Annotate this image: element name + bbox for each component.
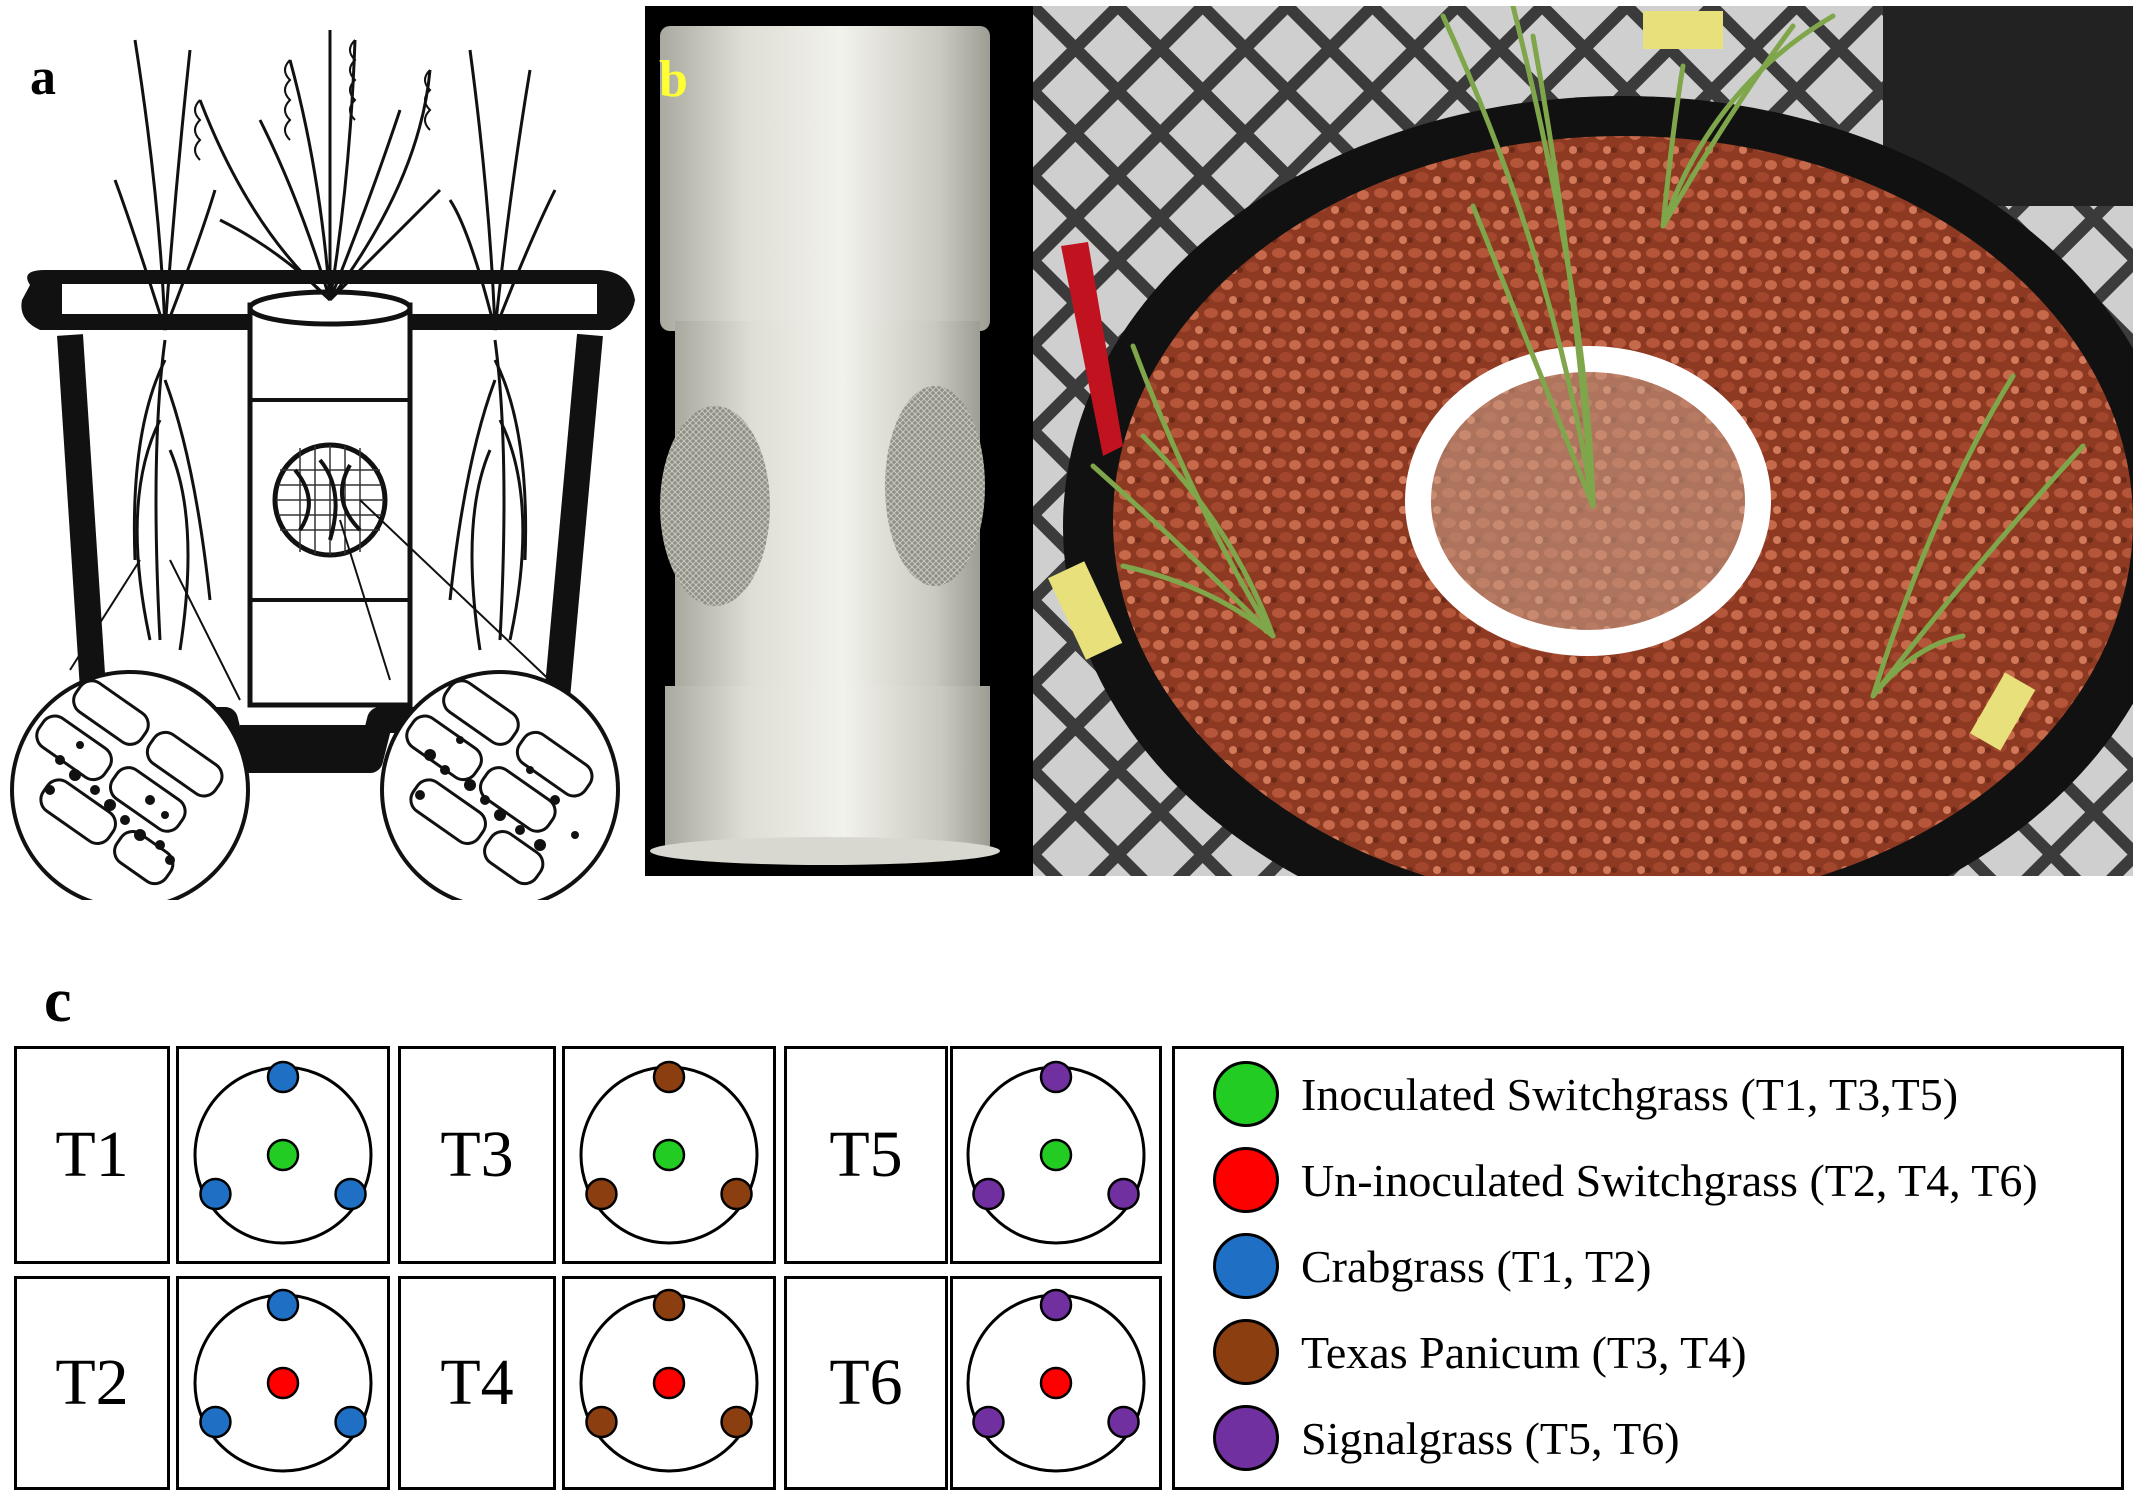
outer-plant-dot	[972, 1177, 1005, 1211]
legend-item: Texas Panicum (T3, T4)	[1213, 1319, 1747, 1385]
legend-swatch	[1213, 1061, 1279, 1127]
treatment-label-t4: T4	[398, 1276, 556, 1490]
center-plant-dot	[652, 1138, 686, 1172]
pot-base	[240, 725, 370, 755]
outer-plant-dot	[266, 1060, 300, 1094]
panel-a-letter: a	[30, 49, 56, 106]
panel-b-photo-cylinder: b	[645, 6, 1033, 876]
outer-plant-dot	[334, 1177, 367, 1211]
treatment-diagram-t5	[950, 1046, 1162, 1264]
outer-plant-dot	[585, 1177, 618, 1211]
outer-plant-dot	[1039, 1288, 1073, 1322]
legend-text: Inoculated Switchgrass (T1, T3,T5)	[1301, 1068, 1959, 1120]
outer-plant-dot	[1107, 1177, 1140, 1211]
pot-diagram	[10, 30, 635, 910]
center-plant-dot	[1039, 1366, 1073, 1400]
outer-plant-dot	[720, 1405, 753, 1439]
legend-text: Signalgrass (T5, T6)	[1301, 1412, 1680, 1464]
legend-swatch	[1213, 1405, 1279, 1471]
outer-plant-dot	[1107, 1405, 1140, 1439]
panel-b-photo-pot	[1033, 6, 2133, 876]
outer-plant-dot	[199, 1177, 232, 1211]
treatment-label-t5: T5	[784, 1046, 948, 1264]
treatment-diagram-t3	[562, 1046, 776, 1264]
treatment-label-t3: T3	[398, 1046, 556, 1264]
zoom-circle-right	[380, 670, 620, 910]
outer-plant-dot	[972, 1405, 1005, 1439]
center-plant-dot	[652, 1366, 686, 1400]
panel-b-letter: b	[659, 51, 688, 108]
center-plant-dot	[1039, 1138, 1073, 1172]
treatment-label-t2: T2	[14, 1276, 170, 1490]
outer-plant-dot	[334, 1405, 367, 1439]
legend-text: Un-inoculated Switchgrass (T2, T4, T6)	[1301, 1154, 2038, 1206]
treatment-diagram-t2	[176, 1276, 390, 1490]
legend-item: Un-inoculated Switchgrass (T2, T4, T6)	[1213, 1147, 2038, 1213]
legend-item: Inoculated Switchgrass (T1, T3,T5)	[1213, 1061, 1958, 1127]
treatment-diagram-t1	[176, 1046, 390, 1264]
outer-plant-dot	[652, 1060, 686, 1094]
center-plant-dot	[266, 1366, 300, 1400]
outer-plant-dot	[652, 1288, 686, 1322]
legend-swatch	[1213, 1319, 1279, 1385]
outer-plant-dot	[720, 1177, 753, 1211]
legend-item: Signalgrass (T5, T6)	[1213, 1405, 1680, 1471]
legend-text: Texas Panicum (T3, T4)	[1301, 1326, 1747, 1378]
zoom-circle-left	[10, 670, 250, 910]
outer-plant-dot	[585, 1405, 618, 1439]
legend-box: Inoculated Switchgrass (T1, T3,T5) Un-ino…	[1172, 1046, 2124, 1490]
panel-c-letter: c	[44, 967, 72, 1035]
legend-item: Crabgrass (T1, T2)	[1213, 1233, 1651, 1299]
outer-plant-dot	[1039, 1060, 1073, 1094]
outer-plant-dot	[266, 1288, 300, 1322]
center-plant-dot	[266, 1138, 300, 1172]
treatment-diagram-t6	[950, 1276, 1162, 1490]
treatment-label-t1: T1	[14, 1046, 170, 1264]
legend-swatch	[1213, 1233, 1279, 1299]
treatment-diagram-t4	[562, 1276, 776, 1490]
treatment-label-t6: T6	[784, 1276, 948, 1490]
panel-a-illustration: a	[0, 0, 645, 910]
legend-text: Crabgrass (T1, T2)	[1301, 1240, 1652, 1292]
outer-plant-dot	[199, 1405, 232, 1439]
pvc-cylinder-photo	[645, 6, 1033, 876]
pot-gravel-photo	[1033, 6, 2133, 876]
legend-swatch	[1213, 1147, 1279, 1213]
